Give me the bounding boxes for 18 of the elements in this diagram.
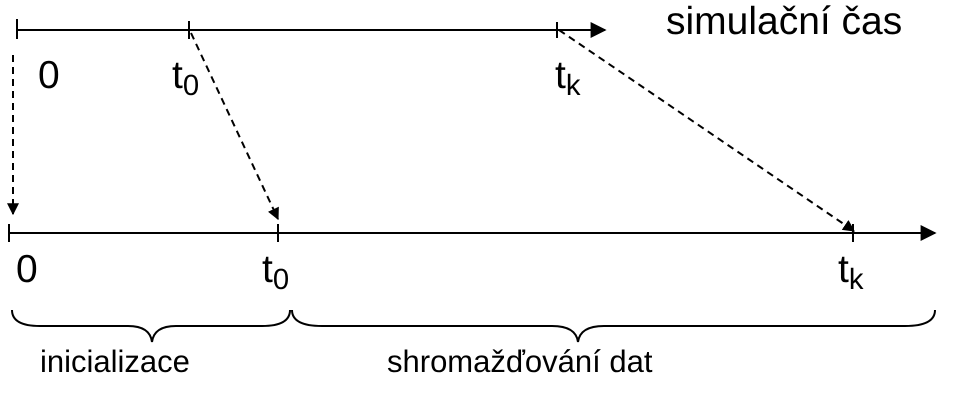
dashed-arrow — [558, 29, 855, 232]
tick-mark — [8, 224, 10, 242]
axis-label: inicializace — [40, 346, 190, 377]
axis-label: shromažďování dat — [387, 346, 652, 377]
dashed-arrow — [7, 55, 19, 216]
axis-label: 0 — [38, 56, 60, 95]
tick-mark — [556, 22, 558, 38]
dashed-arrow — [190, 32, 279, 220]
axis-label: t$_{k}$ — [555, 56, 580, 95]
axis-label: t$_{0}$ — [262, 250, 290, 289]
axis-label: 0 — [16, 250, 38, 289]
tick-mark — [852, 224, 854, 242]
axis-label: t$_{0}$ — [172, 56, 200, 95]
tick-mark — [277, 224, 279, 242]
tick-mark — [188, 21, 190, 39]
axis-label: simulační čas — [666, 2, 902, 41]
axis-label: t$_{k}$ — [838, 250, 864, 289]
tick-mark — [16, 19, 18, 39]
